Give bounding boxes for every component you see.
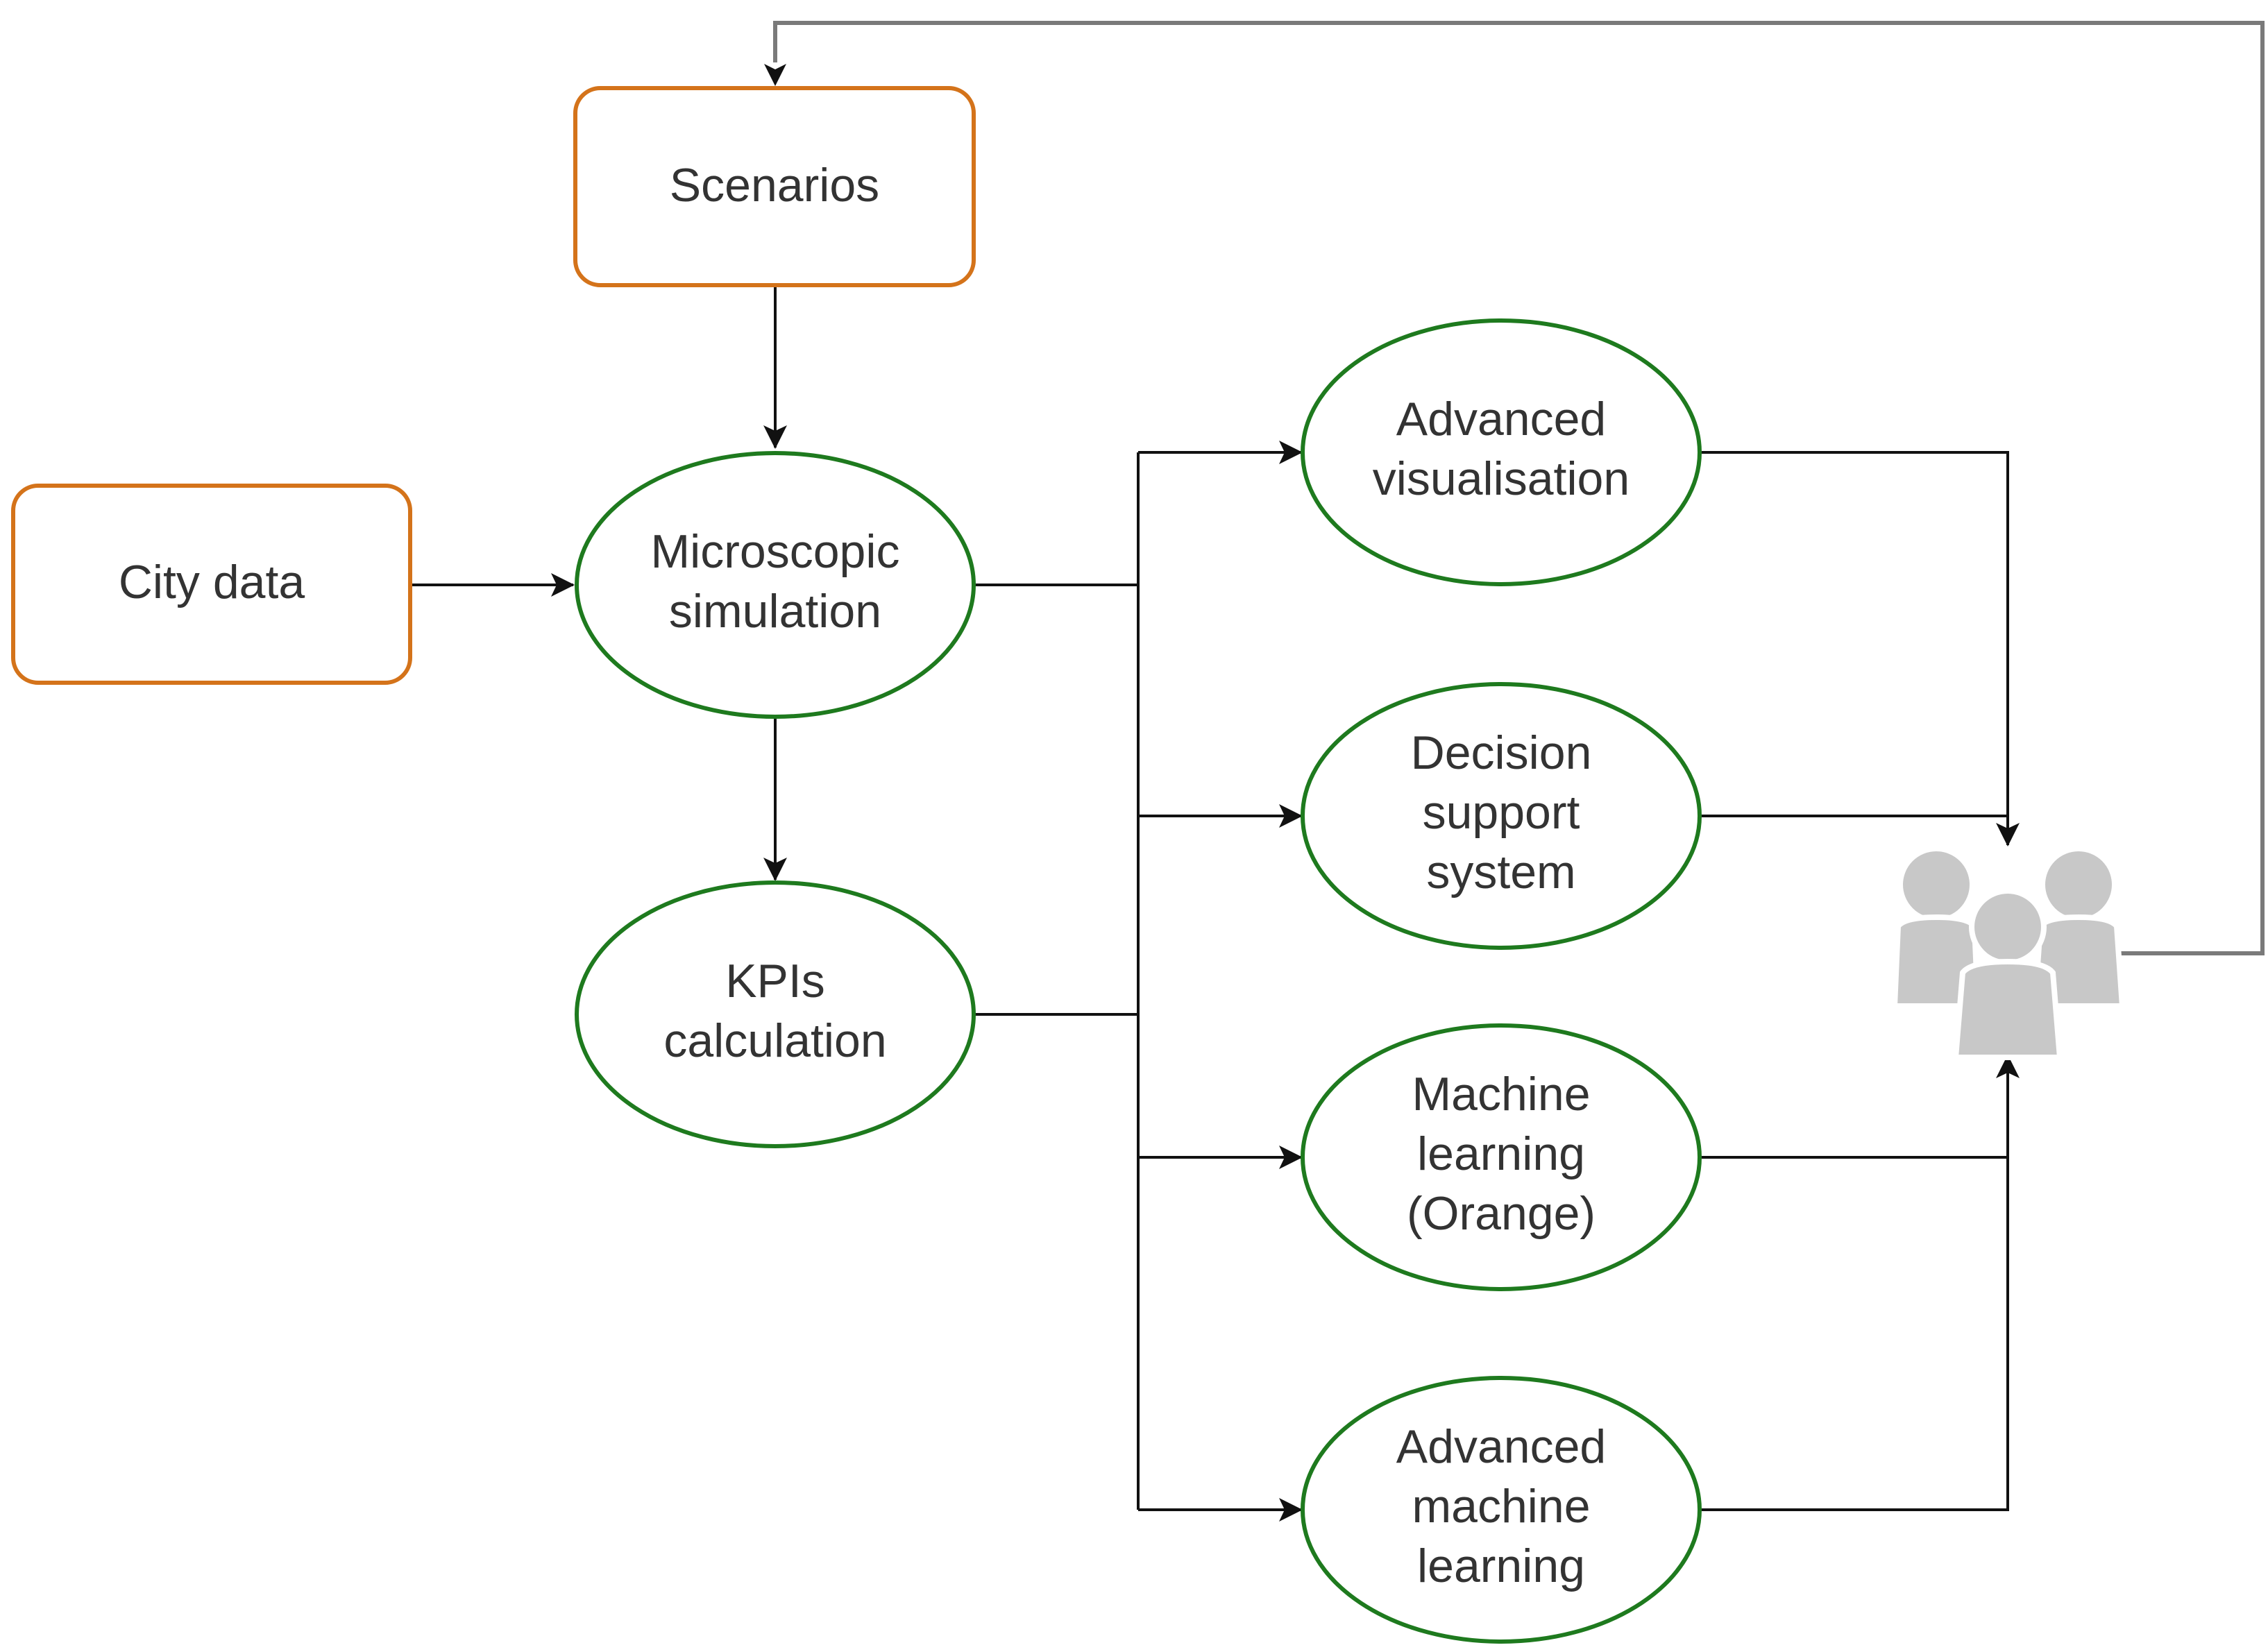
node-microscopic-simulation-label: Microscopic simulation xyxy=(651,525,900,638)
node-advanced-machine-learning-label-line-3: learning xyxy=(1417,1540,1585,1592)
node-advanced-visualisation-label: Advanced visualisation xyxy=(1373,393,1630,505)
node-scenarios-label: Scenarios xyxy=(670,159,879,212)
node-machine-learning-orange-label: Machine learning (Orange) xyxy=(1407,1068,1596,1240)
node-decision-support-system-label-line-2: support xyxy=(1423,786,1580,839)
feedback-arrowhead xyxy=(764,64,786,86)
node-advanced-machine-learning: Advanced machine learning xyxy=(1301,1376,1702,1644)
node-kpis-calculation-label-line-2: calculation xyxy=(663,1014,886,1067)
edge-users-feedback-to-scenarios xyxy=(773,21,2265,955)
node-city-data-label-line-1: City data xyxy=(119,556,305,608)
node-kpis-calculation-label: KPIs calculation xyxy=(663,955,886,1067)
node-city-data: City data xyxy=(11,484,412,685)
node-advanced-visualisation-label-line-1: Advanced xyxy=(1396,393,1606,445)
node-scenarios-label-line-1: Scenarios xyxy=(670,159,879,212)
node-advanced-machine-learning-label-line-1: Advanced xyxy=(1396,1420,1606,1473)
node-kpis-calculation: KPIs calculation xyxy=(575,880,976,1148)
node-scenarios: Scenarios xyxy=(573,86,976,287)
node-machine-learning-orange: Machine learning (Orange) xyxy=(1301,1023,1702,1291)
node-advanced-machine-learning-label-line-2: machine xyxy=(1412,1480,1590,1533)
node-machine-learning-orange-label-line-3: (Orange) xyxy=(1407,1187,1596,1240)
node-machine-learning-orange-label-line-1: Machine xyxy=(1412,1068,1590,1121)
edge-advanced-visualisation-to-users xyxy=(1702,451,2020,846)
node-decision-support-system: Decision support system xyxy=(1301,682,1702,950)
node-advanced-visualisation-label-line-2: visualisation xyxy=(1373,452,1630,505)
node-decision-support-system-label-line-1: Decision xyxy=(1411,726,1592,779)
node-microscopic-simulation: Microscopic simulation xyxy=(575,451,976,719)
node-city-data-label: City data xyxy=(119,556,305,608)
node-advanced-machine-learning-label: Advanced machine learning xyxy=(1396,1420,1606,1592)
node-microscopic-simulation-label-line-2: simulation xyxy=(669,585,881,638)
node-kpis-calculation-label-line-1: KPIs xyxy=(725,955,825,1007)
node-microscopic-simulation-label-line-1: Microscopic xyxy=(651,525,900,578)
node-decision-support-system-label-line-3: system xyxy=(1426,846,1575,899)
node-decision-support-system-label: Decision support system xyxy=(1411,726,1592,899)
node-advanced-visualisation: Advanced visualisation xyxy=(1301,318,1702,586)
users-group-icon xyxy=(1891,846,2126,1060)
edge-advanced-ml-to-users xyxy=(1702,1055,2020,1511)
edges xyxy=(412,21,2265,1522)
node-machine-learning-orange-label-line-2: learning xyxy=(1417,1127,1585,1180)
